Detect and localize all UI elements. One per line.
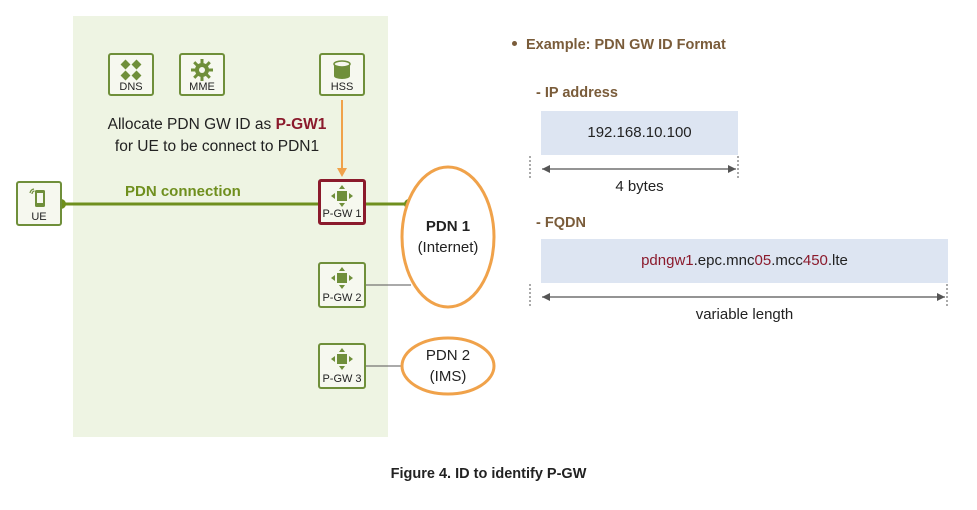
allocation-note: Allocate PDN GW ID as P-GW1 for UE to be… (92, 114, 342, 158)
fqdn-part-epc: .epc.mnc (693, 252, 755, 269)
phone-icon (29, 188, 45, 207)
note-highlight: P-GW1 (275, 116, 327, 133)
fqdn-arrow-right (937, 293, 945, 301)
note-line2: for UE to be connect to PDN1 (114, 138, 320, 155)
hss-to-pgw1-arrowhead (337, 168, 347, 177)
bullet-icon (512, 40, 517, 46)
example-title-text: Example: PDN GW ID Format (526, 37, 726, 53)
ue-node: UE (16, 181, 62, 226)
example-title: Example: PDN GW ID Format (512, 37, 726, 53)
pdn2-ellipse (400, 336, 496, 396)
pdn1-name: PDN 1 (425, 218, 471, 235)
ip-value-box: 192.168.10.100 (541, 111, 738, 155)
ip-value: 192.168.10.100 (587, 124, 692, 141)
dns-node: DNS (108, 53, 154, 96)
gear-icon (191, 59, 213, 81)
fqdn-mcc: 450 (802, 252, 828, 269)
fqdn-value-box: pdngw1.epc.mnc05.mcc450.lte (541, 239, 948, 283)
ue-label: UE (31, 211, 47, 223)
pdn1-label: PDN 1 (Internet) (404, 216, 492, 258)
pdn1-desc: (Internet) (417, 239, 479, 256)
pgw1-node: P-GW 1 (318, 179, 366, 225)
pgw2-node: P-GW 2 (318, 262, 366, 308)
pgw1-label: P-GW 1 (322, 208, 362, 220)
note-line1: Allocate PDN GW ID as (107, 116, 276, 133)
fqdn-part-mcc: .mcc (771, 252, 803, 269)
fqdn-part-lte: .lte (827, 252, 848, 269)
ip-heading: - IP address (536, 85, 618, 101)
gateway-icon (331, 348, 353, 370)
fqdn-host: pdngw1 (641, 252, 694, 269)
pgw3-node: P-GW 3 (318, 343, 366, 389)
mme-node: MME (179, 53, 225, 96)
pgw3-label: P-GW 3 (322, 373, 362, 385)
pdn2-desc: (IMS) (429, 368, 467, 385)
pdn2-name: PDN 2 (425, 347, 471, 364)
gateway-icon (331, 267, 353, 289)
pdn1-ellipse (400, 165, 496, 309)
fqdn-heading: - FQDN (536, 215, 586, 231)
pdn-connection-label: PDN connection (125, 183, 241, 200)
hss-node: HSS (319, 53, 365, 96)
dns-label: DNS (119, 81, 143, 93)
fqdn-mnc: 05 (754, 252, 772, 269)
gateway-icon (331, 185, 353, 207)
ip-arrow-left (542, 165, 550, 173)
fqdn-arrow-left (542, 293, 550, 301)
pdn2-label: PDN 2 (IMS) (404, 345, 492, 387)
fqdn-length-label: variable length (695, 306, 794, 323)
pgw2-label: P-GW 2 (322, 292, 362, 304)
hss-label: HSS (330, 81, 354, 93)
ip-length-label: 4 bytes (615, 178, 664, 195)
dns-icon (120, 59, 142, 81)
figure-caption: Figure 4. ID to identify P-GW (390, 466, 587, 482)
mme-label: MME (189, 81, 215, 93)
database-icon (333, 60, 351, 79)
ip-arrow-right (728, 165, 736, 173)
